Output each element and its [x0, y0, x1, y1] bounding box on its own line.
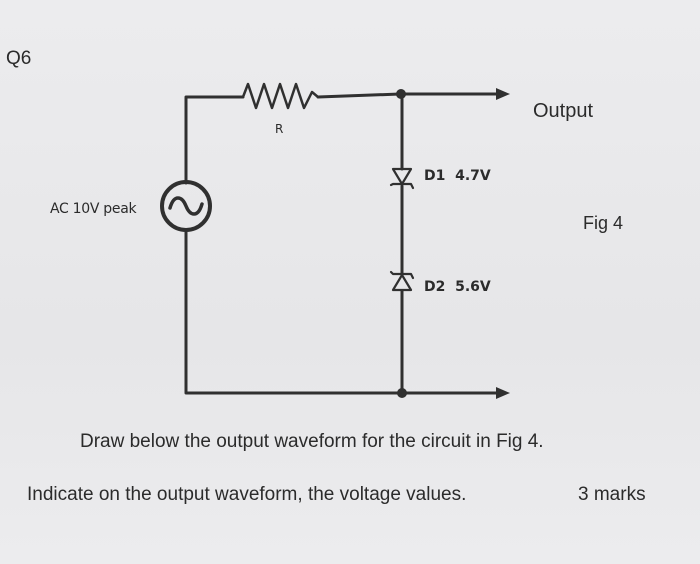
wire-top	[316, 92, 502, 99]
zener-diode-icon	[389, 270, 415, 292]
arrow-right-icon	[496, 88, 510, 100]
arrow-right-icon	[496, 387, 510, 399]
instruction-line-1: Draw below the output waveform for the c…	[80, 431, 544, 452]
resistor-label: R	[275, 122, 284, 136]
marks-label: 3 marks	[578, 484, 646, 505]
diode-d1-voltage: 4.7V	[455, 168, 491, 184]
figure-label: Fig 4	[583, 213, 624, 233]
instruction-line-2: Indicate on the output waveform, the vol…	[27, 484, 467, 505]
diode-d2-label: D2 5.6V	[424, 279, 491, 295]
question-number: Q6	[6, 48, 32, 69]
wire-left-top	[184, 95, 245, 185]
wire-bottom	[184, 228, 502, 395]
diode-d2-voltage: 5.6V	[455, 279, 491, 295]
resistor-icon	[241, 82, 320, 110]
source-label: AC 10V peak	[50, 201, 137, 217]
output-label: Output	[533, 100, 594, 122]
zener-diode-icon	[389, 167, 415, 190]
junction-dot-bottom	[397, 388, 407, 398]
diode-d1-name: D1	[424, 168, 446, 184]
diode-d2-name: D2	[424, 279, 446, 295]
diode-d1-label: D1 4.7V	[424, 168, 491, 184]
ac-source-icon	[160, 180, 212, 232]
